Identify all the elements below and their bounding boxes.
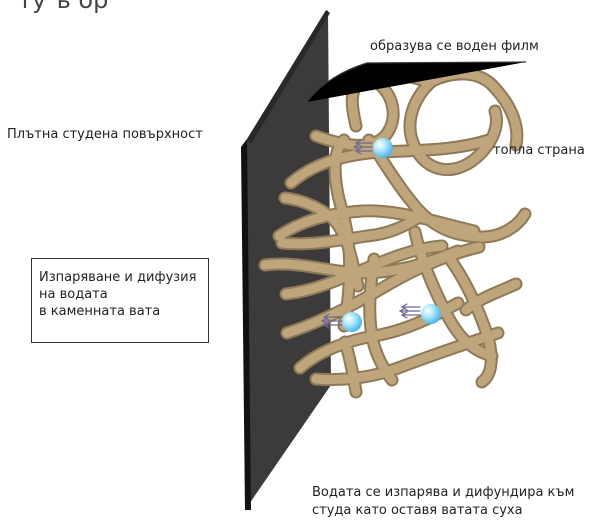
evaporation-callout: Изпаряване и дифузия на водата в каменна… xyxy=(31,258,209,343)
droplet-top xyxy=(373,138,393,158)
top-cropped-text: ту ъ ор xyxy=(18,0,108,12)
bottom-line-2: студа като оставя ватата суха xyxy=(312,502,582,520)
droplet-bottom-right xyxy=(421,304,441,324)
bottom-explanation: Водата се изпарява и дифундира към студа… xyxy=(312,484,582,520)
droplet-bottom-left xyxy=(342,312,362,332)
warm-side-label: топла страна xyxy=(493,143,585,159)
water-film-label: образува се воден филм xyxy=(370,39,539,55)
bottom-line-1: Водата се изпарява и дифундира към xyxy=(312,484,582,502)
arrow-group-bottom-right xyxy=(400,304,420,318)
callout-line-3: в каменната вата xyxy=(39,303,201,320)
callout-line-1: Изпаряване и дифузия xyxy=(39,269,201,286)
cold-surface-label: Плътна студена повърхност xyxy=(7,127,203,143)
callout-line-2: на водата xyxy=(39,286,201,303)
